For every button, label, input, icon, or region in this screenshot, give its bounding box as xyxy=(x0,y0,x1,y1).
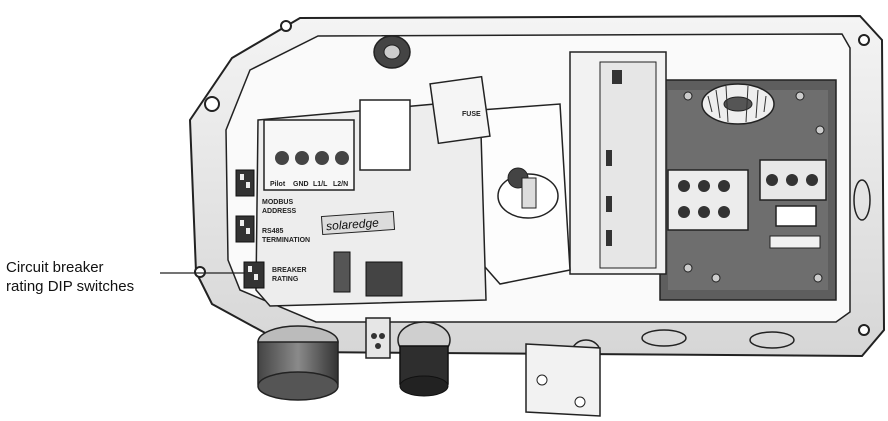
mounting-hole xyxy=(858,324,870,336)
bracket-hole xyxy=(536,374,548,386)
callout-label: Circuit breaker rating DIP switches xyxy=(6,258,176,296)
knockout xyxy=(641,329,687,347)
breaker-label: BREAKER xyxy=(272,267,307,274)
modbus-label: MODBUS xyxy=(262,199,293,206)
transformer xyxy=(359,99,411,171)
input-terminal-screws xyxy=(275,151,349,165)
rating-label: RATING xyxy=(272,276,299,283)
ribbon-connector xyxy=(365,261,403,297)
terminal-screws-left xyxy=(678,180,730,218)
rotary-switch-shaft xyxy=(521,177,537,209)
mounting-hole xyxy=(204,96,220,112)
mounting-hole xyxy=(194,266,206,278)
brand-logo-text: solaredge xyxy=(326,216,380,234)
knockout xyxy=(853,179,871,221)
fuse-holder xyxy=(429,75,491,145)
current-sensor-hole xyxy=(383,44,401,60)
comm-module-ports xyxy=(606,70,622,246)
address-label: ADDRESS xyxy=(262,208,297,215)
connector-strip xyxy=(769,235,821,249)
terminal-label-l1: L1/L xyxy=(313,181,328,188)
toroid-windings xyxy=(707,85,767,123)
toroid-coil-hole xyxy=(723,96,753,112)
mounting-hole xyxy=(858,34,870,46)
relay xyxy=(775,205,817,227)
bracket-hole xyxy=(574,396,586,408)
conduit-fitting-holes xyxy=(371,333,385,349)
dip-switch-levers xyxy=(240,174,258,280)
large-cable-gland-face xyxy=(257,371,339,401)
mounting-hole xyxy=(280,20,292,32)
logo-plate xyxy=(320,210,396,236)
modbus-address-dip-switch xyxy=(235,169,255,197)
terminal-label-pilot: Pilot xyxy=(270,181,286,188)
connector-socket xyxy=(333,251,351,293)
rs485-label: RS485 xyxy=(262,228,284,235)
rs485-termination-dip-switch xyxy=(235,215,255,243)
small-conduit-fitting xyxy=(365,317,391,359)
termination-label: TERMINATION xyxy=(262,237,310,244)
terminal-label-gnd: GND xyxy=(293,181,309,188)
cable-gland-grip-end xyxy=(399,375,449,397)
terminal-label-l2: L2/N xyxy=(333,181,348,188)
knockout xyxy=(749,331,795,349)
terminal-screws-right xyxy=(766,174,818,186)
fuse-label: FUSE xyxy=(462,111,481,118)
terminal-block-left xyxy=(667,169,749,231)
pcb-standoffs xyxy=(683,91,825,283)
callout-label-line-2: rating DIP switches xyxy=(6,278,135,295)
callout-label-line-1: Circuit breaker xyxy=(6,259,104,276)
